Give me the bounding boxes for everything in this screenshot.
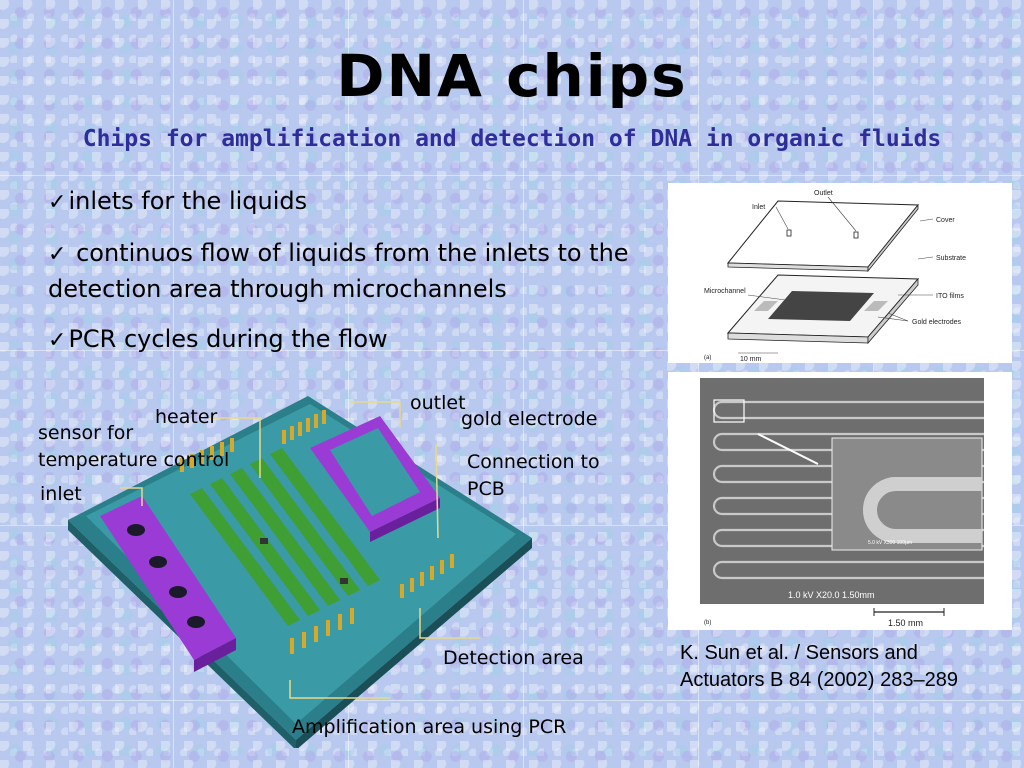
microchannel-pattern bbox=[768, 291, 874, 321]
label-gold-electrode: gold electrode bbox=[461, 408, 598, 430]
bullet-text: PCR cycles during the flow bbox=[68, 325, 388, 353]
slide-subtitle: Chips for amplification and detection of… bbox=[82, 126, 942, 152]
detection-chamber-inner bbox=[330, 428, 420, 516]
inlet-hole bbox=[149, 556, 167, 568]
fig-a-label-microchannel: Microchannel bbox=[704, 288, 746, 295]
background-gridline bbox=[0, 175, 1024, 176]
label-connection-pcb: Connection to PCB bbox=[467, 451, 600, 500]
zoom-box bbox=[713, 399, 745, 423]
label-amplification-area: Amplification area using PCR bbox=[292, 716, 567, 738]
inlet-hole bbox=[187, 616, 205, 628]
serpentine-channels bbox=[712, 400, 984, 580]
label-outlet: outlet bbox=[410, 392, 466, 414]
inset-info: 5.0 kV X300 100µm bbox=[868, 540, 912, 546]
label-inlet: inlet bbox=[40, 483, 82, 505]
checkmark-icon: ✓ bbox=[48, 242, 67, 267]
zoom-arrow bbox=[757, 433, 819, 465]
label-temperature-sensor: sensor for temperature control bbox=[38, 422, 230, 471]
fig-a-label-gold-electrodes: Gold electrodes bbox=[912, 319, 962, 326]
inlet-hole bbox=[127, 524, 145, 536]
chip-base-edge bbox=[296, 538, 532, 748]
temperature-sensor bbox=[340, 578, 348, 584]
dna-chip-illustration bbox=[68, 396, 532, 748]
bullet-list: ✓inlets for the liquids ✓ continuos flow… bbox=[48, 184, 668, 374]
background-gridline bbox=[348, 0, 349, 768]
bullet-item: ✓PCR cycles during the flow bbox=[48, 322, 668, 358]
gold-pins bbox=[180, 410, 454, 654]
background-gridline bbox=[0, 700, 1024, 701]
callout-lines bbox=[120, 401, 480, 699]
label-heater: heater bbox=[155, 406, 218, 428]
background-gridline bbox=[0, 350, 1024, 351]
detection-chamber-side bbox=[370, 498, 440, 542]
checkmark-icon: ✓ bbox=[48, 328, 67, 353]
bullet-text: continuos flow of liquids from the inlet… bbox=[48, 239, 629, 303]
background-gridline bbox=[523, 0, 524, 768]
bullet-item: ✓ continuos flow of liquids from the inl… bbox=[48, 236, 668, 306]
fig-a-panel: (a) bbox=[704, 355, 711, 361]
fig-a-label-outlet: Outlet bbox=[814, 190, 833, 197]
heater-stripes bbox=[190, 448, 380, 626]
fig-a-label-cover: Cover bbox=[936, 217, 955, 224]
bullet-text: inlets for the liquids bbox=[68, 187, 308, 215]
fig-a-label-substrate: Substrate bbox=[936, 255, 966, 262]
fig-b-scale: 1.50 mm bbox=[888, 618, 923, 628]
inset-channel bbox=[863, 477, 982, 543]
citation: K. Sun et al. / Sensors and Actuators B … bbox=[680, 642, 958, 691]
bullet-item: ✓inlets for the liquids bbox=[48, 184, 668, 220]
fig-a-scale: 10 mm bbox=[740, 356, 762, 363]
checkmark-icon: ✓ bbox=[48, 190, 67, 215]
fig-a-label-inlet: Inlet bbox=[752, 204, 765, 211]
fig-a-label-ito: ITO films bbox=[936, 293, 964, 300]
slide-title: DNA chips bbox=[336, 42, 688, 110]
sem-info: 1.0 kV X20.0 1.50mm bbox=[788, 590, 875, 600]
schematic-figure-a: Inlet Outlet Cover Substrate Microchanne… bbox=[668, 183, 1012, 363]
temperature-sensor bbox=[260, 538, 268, 544]
inlet-bar-side bbox=[194, 638, 236, 672]
inlet-hole bbox=[169, 586, 187, 598]
sem-figure-b: 5.0 kV X300 100µm 1.0 kV X20.0 1.50mm 1.… bbox=[668, 372, 1012, 630]
background-gridline bbox=[173, 0, 174, 768]
label-detection-area: Detection area bbox=[443, 647, 584, 669]
fig-b-panel: (b) bbox=[704, 620, 711, 626]
